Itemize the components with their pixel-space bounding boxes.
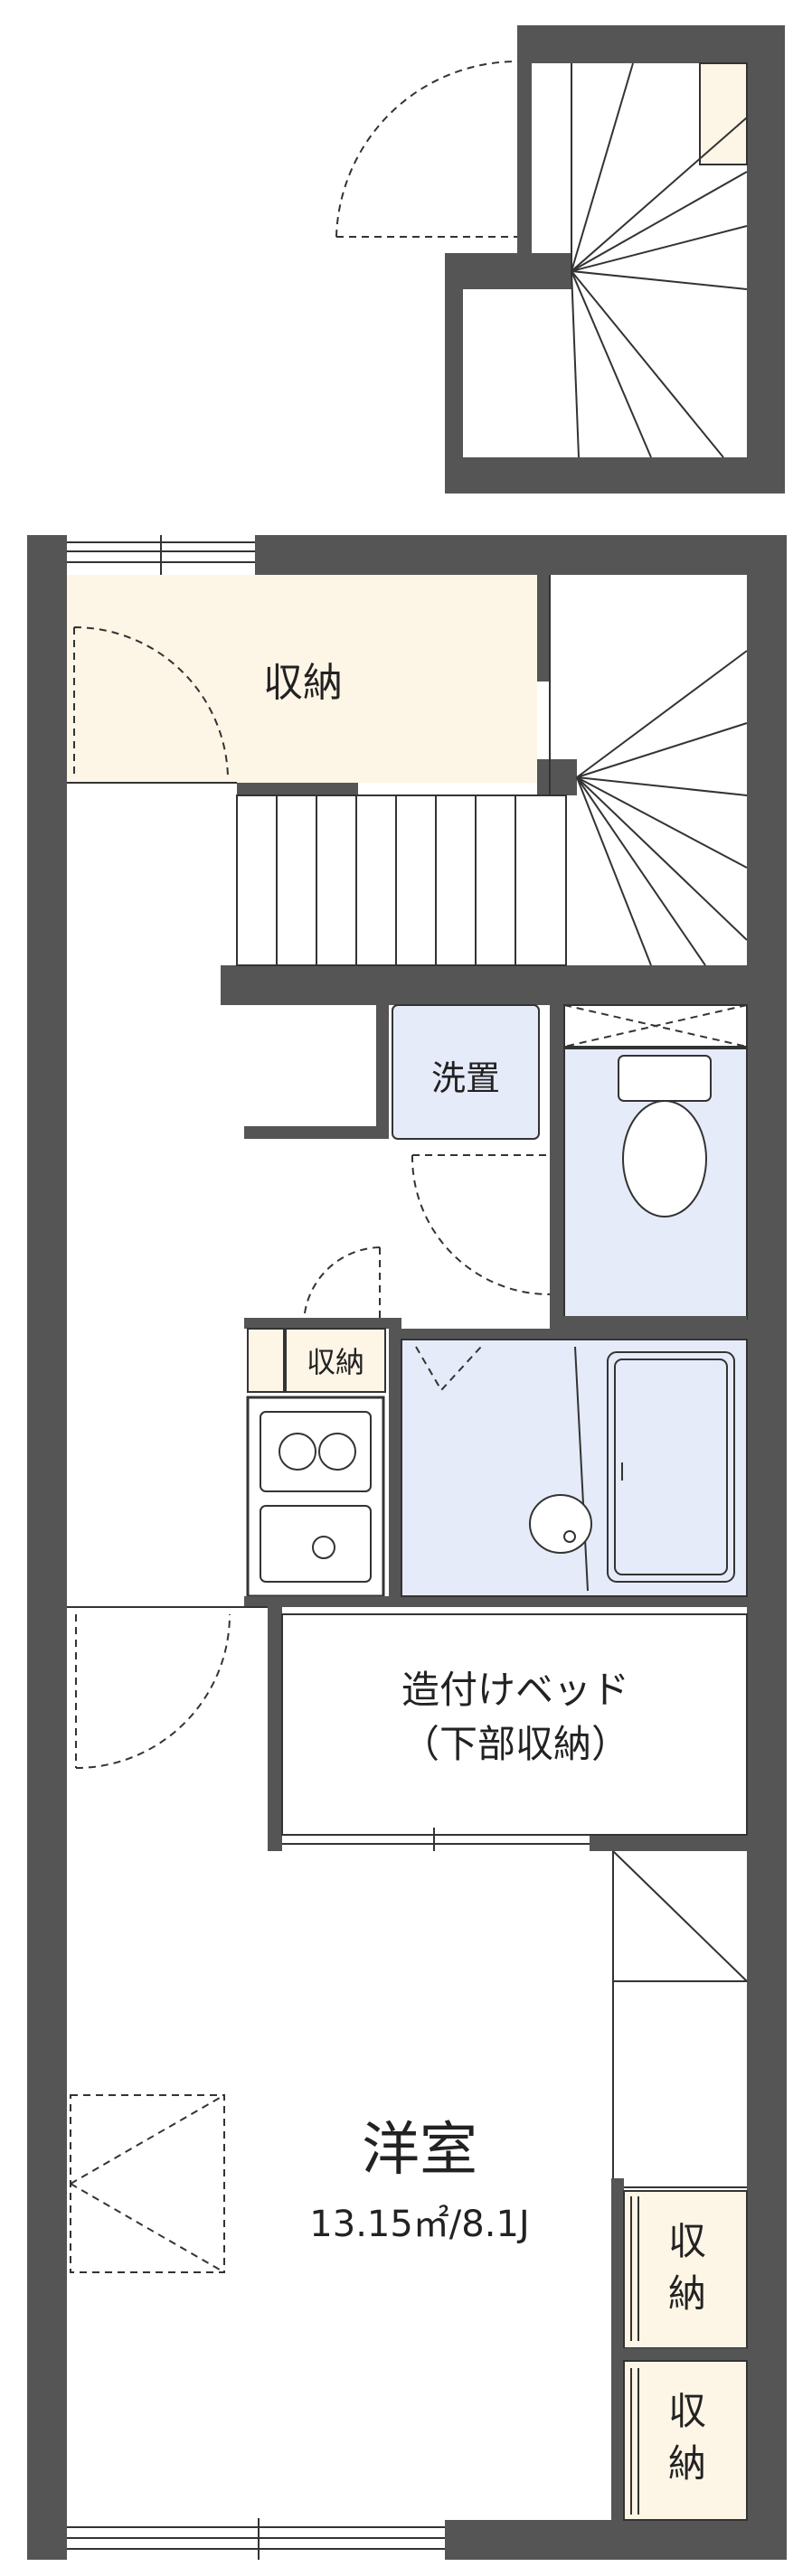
sink-drain-icon (312, 1536, 335, 1559)
bath-divider (574, 1346, 589, 1592)
bath-wall-left (389, 1329, 401, 1607)
washer-label: 洗置 (431, 1058, 500, 1098)
storage-top-label: 収納 (263, 660, 343, 706)
closet-a-label-line2: 納 (668, 2271, 706, 2316)
storage-top-wall-right-low (537, 759, 550, 795)
toilet-window (563, 1004, 748, 1048)
kitchen-wall-bottom (244, 1596, 401, 1607)
bath-door (415, 1346, 482, 1392)
wall-right (747, 535, 787, 2560)
closet-a-label-line1: 収 (668, 2219, 706, 2263)
closet-b-label-line1: 収 (668, 2389, 706, 2433)
western-room-label: 洋室 (362, 2117, 477, 2184)
wash-basin (529, 1494, 592, 1554)
kitchen-storage-small (247, 1328, 285, 1393)
kitchen-storage-wall (244, 1318, 401, 1329)
main-stairs (236, 575, 748, 966)
right-storage-opening (612, 1850, 748, 2188)
washroom-door (411, 1154, 554, 1296)
room-door-swing (75, 1613, 231, 1769)
storage-top-shelf (237, 783, 358, 795)
closet-b (623, 2360, 748, 2521)
bed-sliding-door (282, 1828, 590, 1851)
upper-wall-left-upper (517, 25, 532, 289)
upper-wall-bottom (445, 457, 785, 494)
burner-right-icon (318, 1433, 356, 1471)
bath-wall-top (389, 1329, 747, 1340)
bed-wall-right-top (590, 1835, 747, 1851)
washer-area (392, 1004, 540, 1140)
hall-wall-b (376, 1005, 389, 1139)
bed-wall-left (268, 1607, 282, 1851)
toilet-wall-left (550, 1005, 564, 1320)
kitchen-storage-door (303, 1246, 381, 1326)
closet-divider (611, 2348, 747, 2361)
storage-top-wall-right (537, 575, 550, 682)
storage-top-door (73, 626, 229, 778)
bathtub-inner (614, 1359, 728, 1575)
burner-left-icon (279, 1433, 316, 1471)
toilet-tank (618, 1055, 712, 1102)
kitchen-storage-area (285, 1328, 386, 1393)
bed-label-line1: 造付けベッド (401, 1668, 629, 1712)
hall-wall-a (244, 1126, 389, 1139)
bed-label-line2: （下部収納） (401, 1722, 629, 1766)
upper-wall-right (747, 25, 785, 494)
storage-top-area (67, 575, 537, 783)
upper-door-swing (335, 61, 518, 238)
upper-storage-notch (699, 62, 748, 165)
toilet-bowl (622, 1100, 707, 1217)
sink (260, 1505, 372, 1583)
closet-door-lines (630, 2196, 639, 2515)
closet-a (623, 2190, 748, 2349)
western-room-size: 13.15㎡/8.1J (309, 2204, 529, 2245)
upper-wall-left-lower (445, 253, 463, 494)
upper-wall-step (445, 253, 571, 289)
main-stairs-post (550, 759, 577, 795)
upper-stairs (571, 62, 748, 458)
wall-bottom-right (445, 2520, 787, 2560)
wall-left (27, 535, 67, 2560)
ceiling-hatch (70, 2094, 225, 2273)
bath-wall-bottom (389, 1596, 747, 1607)
built-in-bed (281, 1613, 748, 1836)
bottom-window (67, 2518, 445, 2560)
main-floor: 収納 洗置 (27, 535, 787, 2560)
wash-basin-drain-icon (563, 1530, 576, 1543)
kitchen-storage-label: 収納 (307, 1345, 364, 1379)
closet-b-label-line2: 納 (668, 2441, 706, 2486)
main-stairs-wall (221, 965, 747, 1005)
upper-wall-top (517, 25, 785, 63)
bathtub (607, 1351, 735, 1583)
wall-top-right (255, 535, 787, 575)
upper-floor (335, 25, 785, 494)
top-window (67, 535, 255, 578)
toilet-wall-bottom (550, 1316, 747, 1329)
